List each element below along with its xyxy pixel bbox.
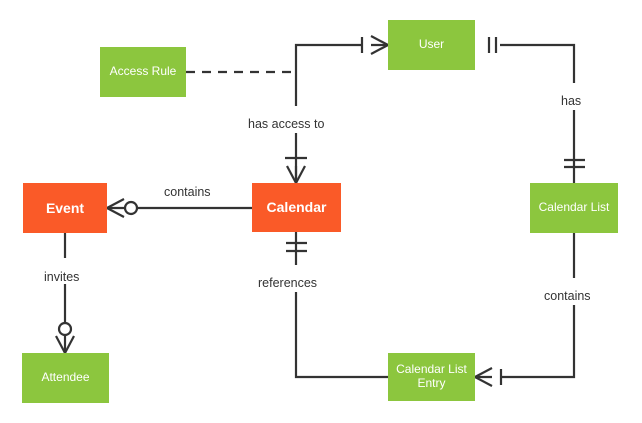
label-text: invites [44, 270, 80, 284]
cardinality-calendarlist-exactly-one [564, 158, 585, 169]
relationship-label-references: references [258, 276, 317, 290]
connector-calendarlist-entry [501, 305, 576, 379]
entity-calendar-list-label: Calendar List [538, 200, 610, 215]
cardinality-calendar-bottom-exactly-one [286, 241, 307, 253]
entity-user[interactable]: User [388, 20, 475, 70]
label-text: contains [164, 185, 211, 199]
relationship-label-invites: invites [44, 270, 79, 284]
entity-access-rule[interactable]: Access Rule [100, 47, 186, 97]
connector-user-calendar [294, 43, 362, 106]
relationship-label-contains-calendar: contains [164, 185, 211, 199]
entity-calendar[interactable]: Calendar [252, 183, 341, 232]
label-text: contains [544, 289, 591, 303]
entity-event-label: Event [45, 199, 85, 216]
cardinality-user-exactly-one [487, 37, 498, 53]
connector-user-calendarlist [500, 43, 576, 83]
cardinality-event-zero-or-many [106, 198, 139, 218]
entity-calendar-list-entry-label: Calendar List Entry [396, 362, 467, 390]
entity-calendar-list[interactable]: Calendar List [530, 183, 618, 233]
cardinality-user-one-or-many [360, 35, 389, 55]
cardinality-entry-one-or-many [474, 367, 503, 387]
relationship-label-contains-entry: contains [544, 289, 591, 303]
entity-event[interactable]: Event [23, 183, 107, 233]
label-text: has [561, 94, 582, 108]
entity-calendar-list-entry[interactable]: Calendar List Entry [388, 353, 475, 401]
relationship-label-has: has [561, 94, 581, 108]
entity-attendee-label: Attendee [41, 370, 90, 385]
label-text: has access to [248, 117, 325, 131]
entity-attendee[interactable]: Attendee [22, 353, 109, 403]
connector-calendar-references [294, 292, 388, 379]
entity-user-label: User [418, 37, 445, 52]
entity-calendar-label: Calendar [266, 199, 327, 216]
cardinality-attendee-zero-or-many [55, 321, 75, 354]
relationship-label-has-access-to: has access to [248, 117, 324, 131]
entity-access-rule-label: Access Rule [109, 64, 177, 79]
cardinality-calendar-top-one-or-many [285, 156, 307, 184]
label-text: references [258, 276, 318, 290]
